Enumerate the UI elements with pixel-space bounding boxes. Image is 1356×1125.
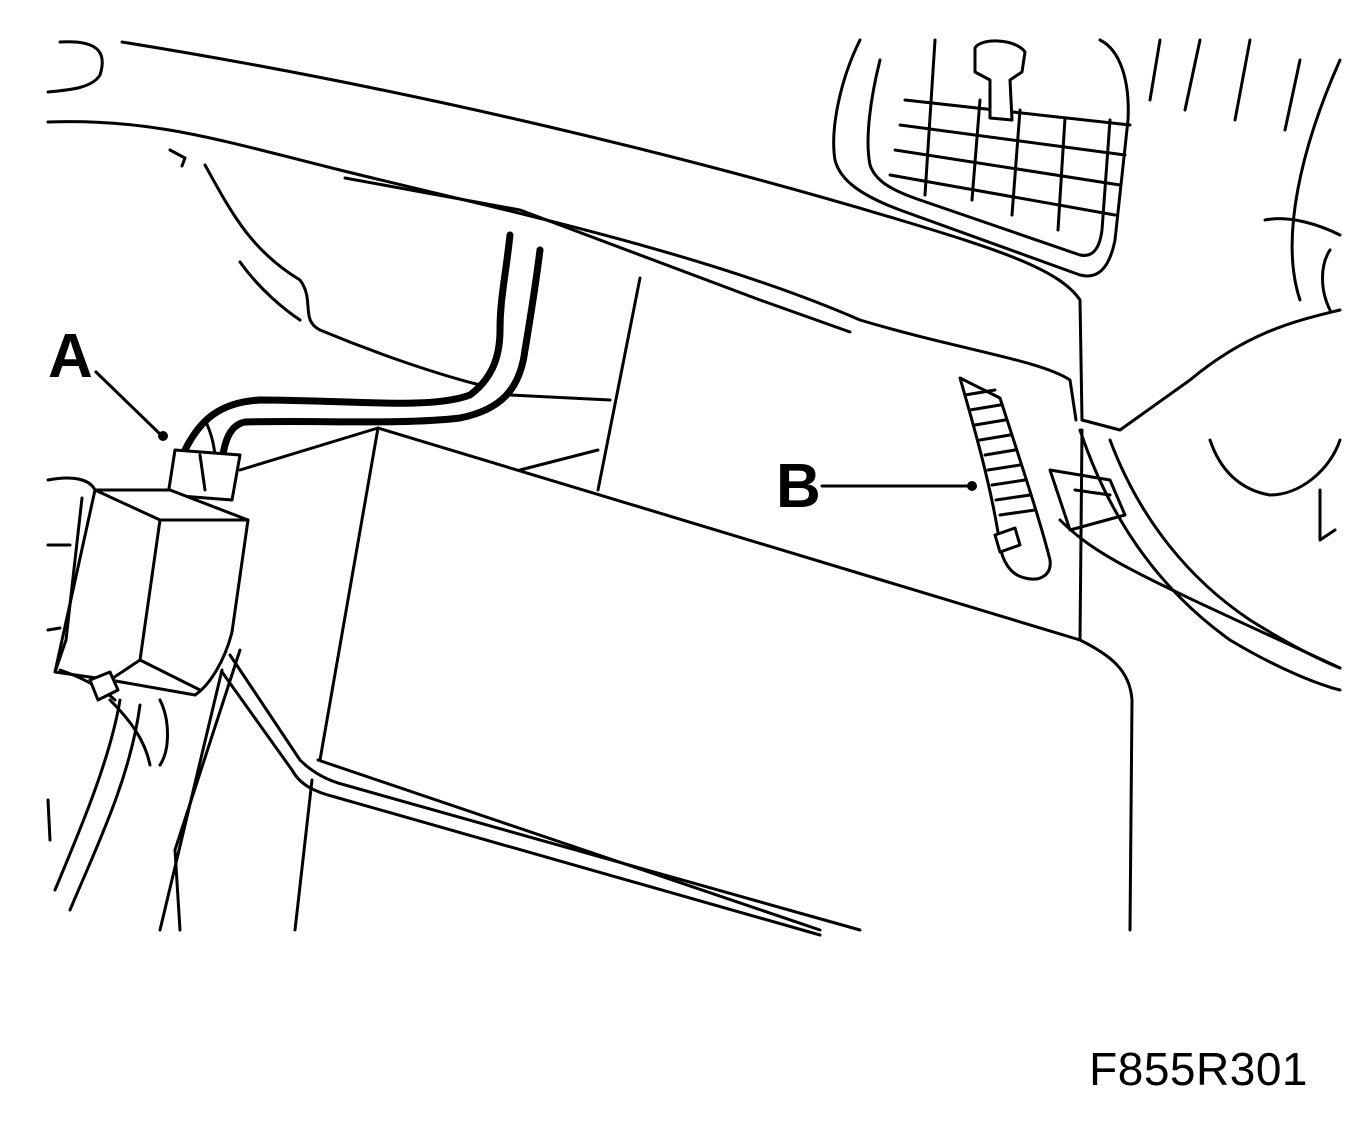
leader-lines (94, 370, 977, 491)
callout-label-a: A (48, 322, 93, 391)
harness-b (958, 376, 1052, 581)
leader-line-a (94, 370, 162, 436)
center-console (1048, 58, 1342, 692)
leader-dot-b (967, 481, 977, 491)
leader-dot-a (158, 431, 168, 441)
glove-box (158, 426, 1134, 937)
dashboard-panel (46, 40, 1084, 492)
callout-label-b: B (776, 452, 821, 521)
figure-code: F855R301 (1089, 1043, 1308, 1095)
connector-a (46, 448, 250, 912)
air-vent (832, 38, 1302, 278)
